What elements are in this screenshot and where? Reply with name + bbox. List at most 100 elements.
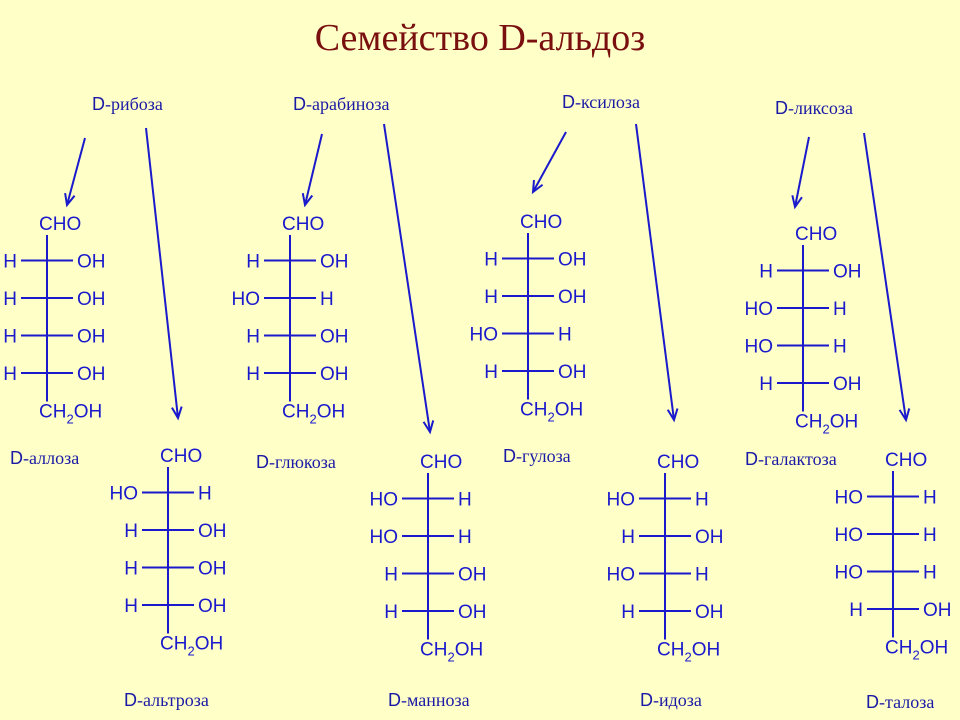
- left-substituent: H: [246, 252, 260, 273]
- right-substituent: H: [695, 490, 709, 511]
- hydroxymethyl-group: CH2OH: [657, 640, 720, 665]
- hydroxymethyl-group: CH2OH: [420, 640, 483, 665]
- hydroxymethyl-group: CH2OH: [39, 402, 102, 427]
- left-substituent: H: [484, 362, 498, 383]
- right-substituent: H: [923, 488, 937, 509]
- hydroxymethyl-group: CH2OH: [885, 638, 948, 663]
- left-substituent: H: [621, 527, 635, 548]
- page-title: Семейство D-альдоз: [315, 17, 646, 59]
- left-substituent: H: [124, 521, 138, 542]
- right-substituent: OH: [695, 527, 724, 548]
- right-substituent: H: [458, 527, 472, 548]
- right-substituent: OH: [558, 362, 587, 383]
- left-substituent: H: [3, 364, 17, 385]
- left-substituent: H: [621, 602, 635, 623]
- right-substituent: OH: [833, 262, 862, 283]
- right-substituent: H: [198, 484, 212, 505]
- arrows: [64, 123, 911, 435]
- arrow: [531, 131, 567, 195]
- hydroxymethyl-group: CH2OH: [282, 402, 345, 427]
- sugar-name: D-гулоза: [503, 446, 571, 466]
- sugar-name: D-глюкоза: [256, 452, 336, 472]
- aldehyde-group: CHO: [39, 214, 81, 235]
- left-substituent: H: [849, 600, 863, 621]
- right-substituent: OH: [833, 374, 862, 395]
- right-substituent: OH: [320, 327, 349, 348]
- right-substituent: OH: [198, 596, 227, 617]
- right-substituent: H: [923, 525, 937, 546]
- right-substituent: OH: [77, 364, 106, 385]
- aldehyde-group: CHO: [160, 446, 202, 467]
- left-substituent: HO: [835, 488, 864, 509]
- parent-label: D-рибоза: [92, 94, 163, 114]
- left-substituent: HO: [232, 289, 261, 310]
- left-substituent: H: [484, 287, 498, 308]
- left-substituent: HO: [370, 490, 399, 511]
- left-substituent: HO: [745, 299, 774, 320]
- left-substituent: HO: [470, 325, 499, 346]
- aldehyde-group: CHO: [420, 452, 462, 473]
- sugar-name: D-манноза: [388, 690, 470, 710]
- aldehyde-group: CHO: [282, 214, 324, 235]
- sugar-name: D-талоза: [866, 692, 934, 712]
- parent-label: D-ликсоза: [775, 98, 853, 118]
- right-substituent: OH: [320, 252, 349, 273]
- left-substituent: H: [759, 374, 773, 395]
- left-substituent: HO: [370, 527, 399, 548]
- hydroxymethyl-group: CH2OH: [795, 412, 858, 437]
- left-substituent: H: [246, 364, 260, 385]
- left-substituent: HO: [607, 565, 636, 586]
- arrow: [863, 132, 911, 423]
- sugar-name: D-идоза: [640, 690, 702, 710]
- right-substituent: OH: [923, 600, 952, 621]
- left-substituent: H: [3, 252, 17, 273]
- right-substituent: OH: [458, 602, 487, 623]
- sugar-name: D-галактоза: [745, 449, 837, 469]
- right-substituent: H: [833, 299, 847, 320]
- right-substituent: OH: [320, 364, 349, 385]
- right-substituent: OH: [198, 559, 227, 580]
- right-substituent: H: [695, 565, 709, 586]
- right-substituent: OH: [198, 521, 227, 542]
- left-substituent: HO: [745, 337, 774, 358]
- arrow: [791, 136, 810, 210]
- sugar-name: D-альтроза: [124, 690, 209, 710]
- right-substituent: OH: [77, 252, 106, 273]
- aldehyde-group: CHO: [657, 452, 699, 473]
- arrow: [64, 137, 86, 208]
- hydroxymethyl-group: CH2OH: [160, 634, 223, 659]
- right-substituent: OH: [558, 287, 587, 308]
- left-substituent: H: [3, 289, 17, 310]
- arrow: [145, 127, 183, 421]
- arrow: [301, 133, 323, 208]
- left-substituent: H: [246, 327, 260, 348]
- aldehyde-group: CHO: [795, 224, 837, 245]
- left-substituent: H: [384, 565, 398, 586]
- left-substituent: HO: [110, 484, 139, 505]
- right-substituent: OH: [458, 565, 487, 586]
- aldehyde-group: CHO: [520, 212, 562, 233]
- hydroxymethyl-group: CH2OH: [520, 400, 583, 425]
- left-substituent: H: [759, 262, 773, 283]
- right-substituent: H: [833, 337, 847, 358]
- right-substituent: H: [458, 490, 472, 511]
- left-substituent: HO: [607, 490, 636, 511]
- aldehyde-group: CHO: [885, 450, 927, 471]
- right-substituent: H: [923, 563, 937, 584]
- right-substituent: H: [558, 325, 572, 346]
- right-substituent: OH: [695, 602, 724, 623]
- arrow: [383, 123, 435, 435]
- right-substituent: OH: [77, 289, 106, 310]
- left-substituent: HO: [835, 563, 864, 584]
- left-substituent: H: [124, 596, 138, 617]
